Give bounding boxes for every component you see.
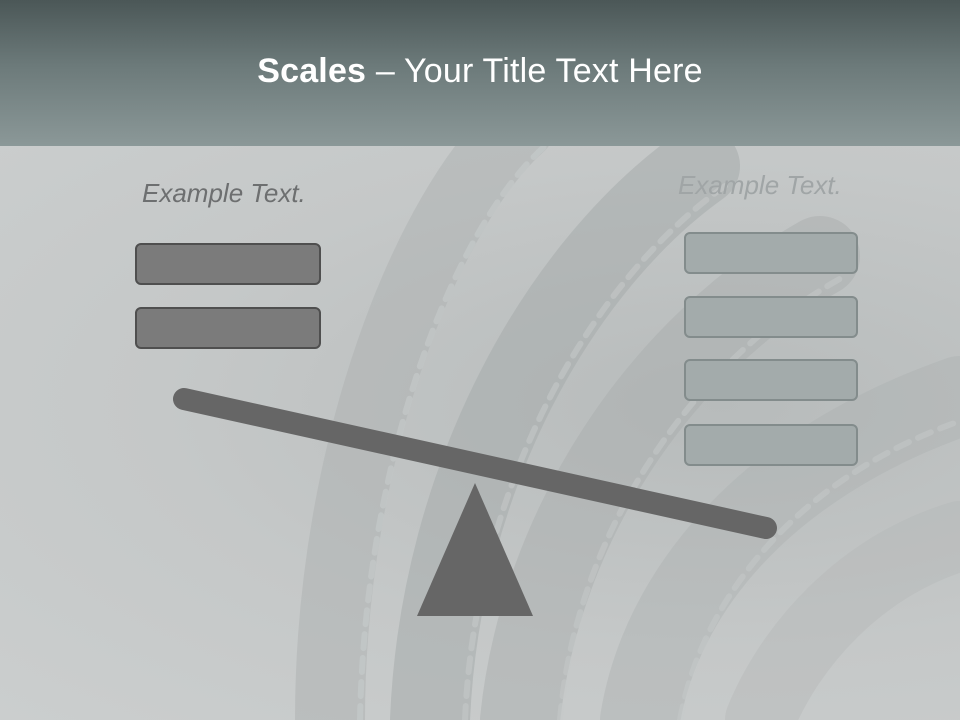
- left-example-text: Example Text.: [142, 178, 306, 208]
- title-rest: Your Title Text Here: [403, 52, 703, 90]
- left-placeholder-box-2: [135, 307, 321, 349]
- right-placeholder-box-4: [684, 424, 858, 466]
- scale-fulcrum: [417, 483, 533, 616]
- right-example-text: Example Text.: [678, 170, 842, 200]
- right-placeholder-box-3: [684, 359, 858, 401]
- title-bold: Scales: [257, 52, 367, 90]
- slide-title: Scales – Your Title Text Here: [0, 52, 960, 91]
- scale-beam: [173, 388, 777, 539]
- right-placeholder-box-1: [684, 232, 858, 274]
- title-bar: Scales – Your Title Text Here: [0, 0, 960, 146]
- left-placeholder-box-1: [135, 243, 321, 285]
- title-separator: –: [366, 52, 404, 90]
- right-placeholder-box-2: [684, 296, 858, 338]
